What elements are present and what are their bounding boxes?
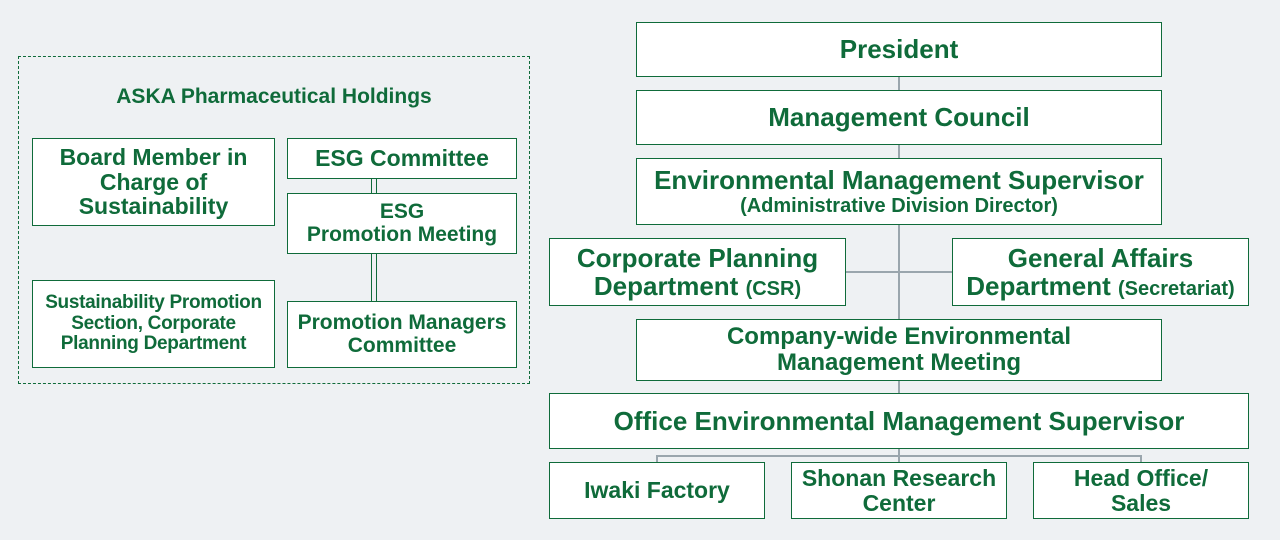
esg-promotion-meeting-box: ESG Promotion Meeting: [287, 193, 517, 254]
general-affairs-box: General Affairs Department (Secretariat): [952, 238, 1249, 306]
env-supervisor-label: Environmental Management Supervisor: [654, 164, 1144, 195]
promotion-meeting-connector: [371, 254, 377, 301]
esg-promotion-line-2: Promotion Meeting: [306, 222, 498, 246]
esg-committee-connector: [371, 179, 377, 193]
corp-planning-sub: (CSR): [745, 277, 802, 300]
aska-holdings-title: ASKA Pharmaceutical Holdings: [116, 85, 432, 108]
iwaki-factory-label: Iwaki Factory: [584, 477, 730, 504]
president-label: President: [839, 34, 959, 65]
company-wide-meeting-box: Company-wide Environmental Management Me…: [636, 319, 1162, 381]
head-office-box: Head Office/ Sales: [1033, 462, 1249, 519]
sites-connector: [656, 455, 1142, 457]
env-supervisor-sub: (Administrative Division Director): [740, 194, 1058, 217]
board-member-line-3: Sustainability: [78, 193, 229, 220]
env-supervisor-box: Environmental Management Supervisor (Adm…: [636, 158, 1162, 225]
company-wide-line-2: Management Meeting: [776, 349, 1022, 376]
board-member-box: Board Member in Charge of Sustainability: [32, 138, 275, 226]
sustainability-line-2: Section, Corporate: [71, 312, 236, 334]
shonan-center-box: Shonan Research Center: [791, 462, 1007, 519]
promotion-managers-line-1: Promotion Managers: [297, 310, 507, 334]
sustainability-section-box: Sustainability Promotion Section, Corpor…: [32, 280, 275, 368]
shonan-line-1: Shonan Research: [801, 464, 997, 491]
sustainability-line-1: Sustainability Promotion: [45, 292, 262, 314]
general-affairs-sub: (Secretariat): [1118, 277, 1235, 300]
company-wide-line-1: Company-wide Environmental: [726, 323, 1072, 351]
general-affairs-line-2: Department (Secretariat): [966, 272, 1234, 301]
shonan-line-2: Center: [862, 489, 936, 516]
general-affairs-line-1: General Affairs: [1007, 242, 1194, 273]
board-member-line-2: Charge of: [99, 168, 208, 195]
iwaki-drop: [656, 455, 658, 463]
promotion-managers-line-2: Committee: [347, 333, 457, 357]
branch-connector: [845, 271, 953, 273]
aska-holdings-group: [18, 56, 530, 384]
esg-committee-box: ESG Committee: [287, 138, 517, 179]
management-council-label: Management Council: [768, 102, 1030, 133]
head-office-line-1: Head Office/: [1073, 464, 1209, 491]
iwaki-factory-box: Iwaki Factory: [549, 462, 765, 519]
office-supervisor-box: Office Environmental Management Supervis…: [549, 393, 1249, 449]
board-member-line-1: Board Member in: [59, 143, 248, 170]
corp-planning-box: Corporate Planning Department (CSR): [549, 238, 846, 306]
corp-planning-line-2: Department (CSR): [594, 272, 801, 301]
esg-committee-label: ESG Committee: [315, 145, 489, 172]
general-affairs-dept: Department: [966, 270, 1111, 301]
management-council-box: Management Council: [636, 90, 1162, 145]
esg-promotion-line-1: ESG: [379, 199, 425, 223]
office-supervisor-label: Office Environmental Management Supervis…: [613, 405, 1185, 436]
corp-planning-line-1: Corporate Planning: [576, 242, 819, 273]
promotion-managers-box: Promotion Managers Committee: [287, 301, 517, 368]
president-box: President: [636, 22, 1162, 77]
head-office-line-2: Sales: [1110, 489, 1172, 516]
sustainability-line-3: Planning Department: [60, 333, 247, 355]
head-office-drop: [1140, 455, 1142, 463]
corp-planning-dept: Department: [593, 270, 739, 301]
